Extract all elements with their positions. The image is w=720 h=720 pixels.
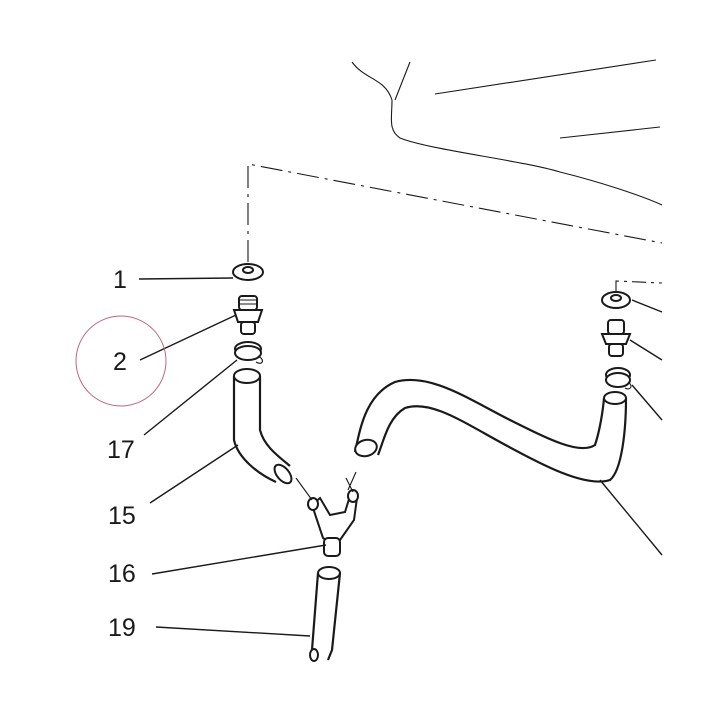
callout-2: 2 xyxy=(113,348,127,376)
hose-bottom xyxy=(309,566,342,662)
washer-left xyxy=(232,263,264,281)
nipple-fitting-left xyxy=(232,295,264,335)
washer-right xyxy=(601,291,631,309)
y-connector xyxy=(295,471,359,557)
callout-15: 15 xyxy=(108,502,136,530)
leader-lines-right xyxy=(599,299,663,556)
hose-left xyxy=(232,368,293,485)
nipple-fitting-right xyxy=(600,319,632,357)
hose-right xyxy=(353,378,628,483)
highlight-circle xyxy=(75,315,167,407)
center-line xyxy=(247,163,663,292)
callout-19: 19 xyxy=(108,614,136,642)
leader-lines-left xyxy=(138,277,327,637)
callout-17: 17 xyxy=(107,436,135,464)
callout-16: 16 xyxy=(108,560,136,588)
callout-1: 1 xyxy=(113,266,127,294)
body-outline xyxy=(351,59,663,206)
hose-clip-right xyxy=(605,367,632,390)
hose-clip-left xyxy=(234,341,264,364)
